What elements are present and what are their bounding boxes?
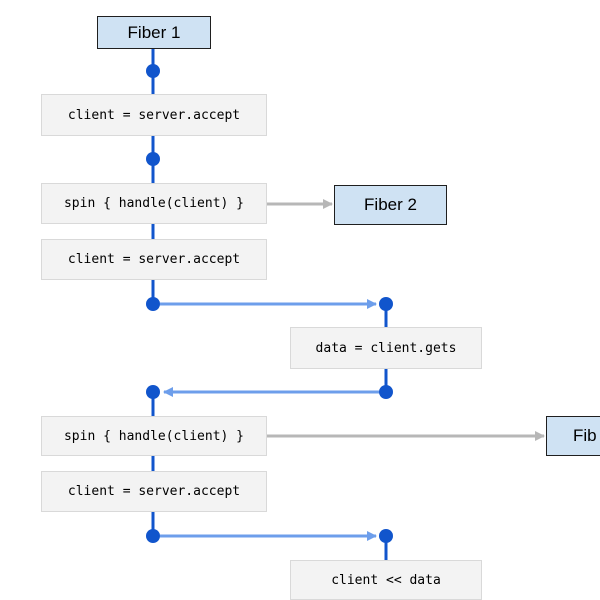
spin-step-2-code: spin { handle(client) } — [63, 428, 244, 444]
fiber2-dot — [379, 297, 393, 311]
write-step: client << data — [290, 560, 482, 600]
gets-step-code: data = client.gets — [315, 340, 457, 356]
accept-step-2-code: client = server.accept — [67, 252, 241, 267]
fiber2-node: Fiber 2 — [334, 185, 447, 225]
fiber3-node: Fib — [546, 416, 600, 456]
fiber3-label: Fib — [573, 426, 597, 445]
spin-step-1: spin { handle(client) } — [41, 183, 267, 224]
write-step-code: client << data — [331, 572, 441, 588]
accept-step-3: client = server.accept — [41, 471, 267, 512]
fiber1-dot — [146, 297, 160, 311]
spin-step-1-code: spin { handle(client) } — [63, 196, 244, 211]
fiber1-dot — [146, 64, 160, 78]
spin-step-2: spin { handle(client) } — [41, 416, 267, 456]
fiber2-label: Fiber 2 — [364, 195, 417, 214]
fiber1-label: Fiber 1 — [127, 22, 181, 42]
gets-step: data = client.gets — [290, 327, 482, 369]
accept-step-1-code: client = server.accept — [67, 107, 241, 123]
accept-step-1: client = server.accept — [41, 94, 267, 136]
accept-step-3-code: client = server.accept — [67, 484, 241, 499]
fiber1-dot — [146, 385, 160, 399]
fiber2-dot — [379, 385, 393, 399]
fiber2-dot — [379, 529, 393, 543]
fiber1-dot — [146, 529, 160, 543]
fiber1-node: Fiber 1 — [97, 16, 211, 49]
accept-step-2: client = server.accept — [41, 239, 267, 280]
fiber1-dot — [146, 152, 160, 166]
